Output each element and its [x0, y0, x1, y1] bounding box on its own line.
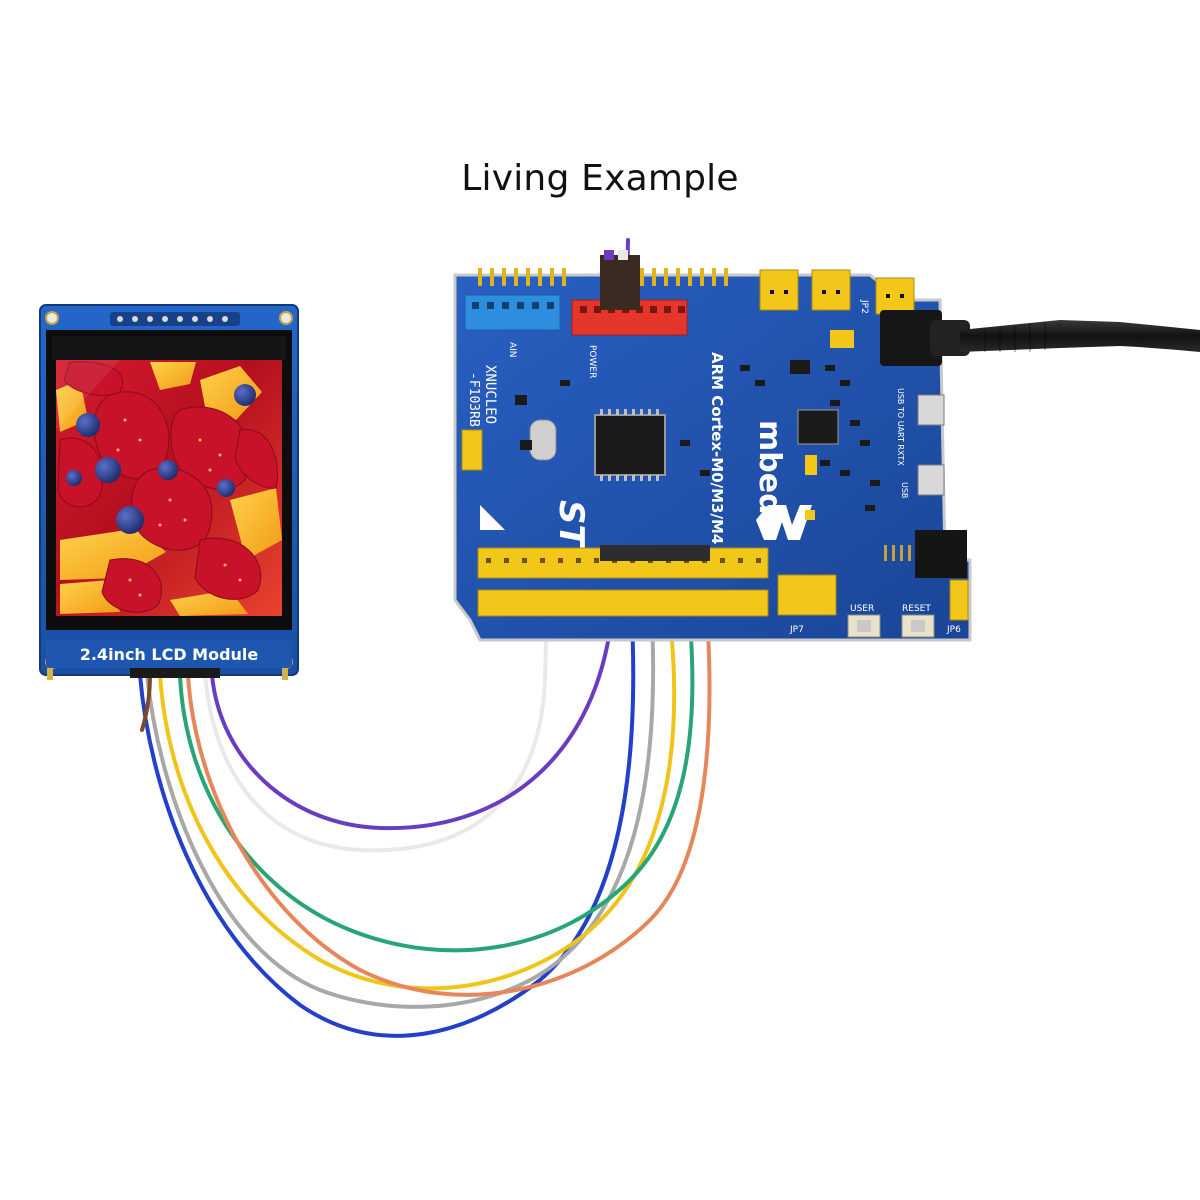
dev-board: mbed ARM Cortex-M0/M3/M4 XNUCLEO -F103RB… [453, 250, 1200, 642]
mbed-logo-text: mbed [752, 420, 787, 515]
waveshare-logo-icon [756, 505, 812, 540]
reset-button-label: RESET [902, 604, 931, 614]
page-title: Living Example [461, 158, 739, 199]
jumpers-top [759, 269, 915, 315]
power-jack [880, 310, 942, 366]
strawberries [57, 361, 278, 613]
usb-label: USB [900, 482, 909, 498]
crystal [529, 419, 557, 461]
ain-label: AIN [507, 342, 517, 358]
nucleo-sub-label: -F103RB [466, 372, 481, 427]
jp2-label: JP2 [859, 299, 869, 314]
bottom-header-2 [477, 589, 769, 617]
mcu-chip [594, 414, 666, 476]
power-label: POWER [587, 345, 597, 378]
power-cable [960, 320, 1200, 352]
lcd-module: 2.4inch LCD Module [39, 304, 299, 680]
jp6-jumper [949, 579, 969, 621]
board-model-text: ARM Cortex-M0/M3/M4 [708, 352, 726, 544]
usb-port-1 [917, 394, 945, 426]
wire-yellow [158, 558, 677, 991]
uart-chip [797, 409, 839, 445]
jp7-label: JP7 [789, 625, 804, 635]
wire-gray [145, 558, 656, 1009]
nucleo-label: XNUCLEO [482, 365, 498, 424]
black-header [915, 530, 967, 578]
user-button-label: USER [850, 604, 874, 614]
st-logo: ST [551, 500, 591, 550]
mango-slices [56, 362, 282, 616]
wire-blue [138, 558, 636, 1038]
jp6-label: JP6 [946, 625, 961, 635]
blue-header [464, 294, 561, 331]
jumper-left [461, 429, 483, 471]
st-triangle-icon [480, 505, 505, 530]
jp7-jumpers [777, 574, 837, 616]
usb-port-2 [917, 464, 945, 496]
wire-brown [140, 673, 152, 732]
usb-uart-label: USB TO UART RXTX [896, 388, 905, 466]
lcd-module-label: 2.4inch LCD Module [80, 645, 259, 664]
blueberries [66, 384, 256, 534]
top-pin-row [478, 268, 728, 286]
